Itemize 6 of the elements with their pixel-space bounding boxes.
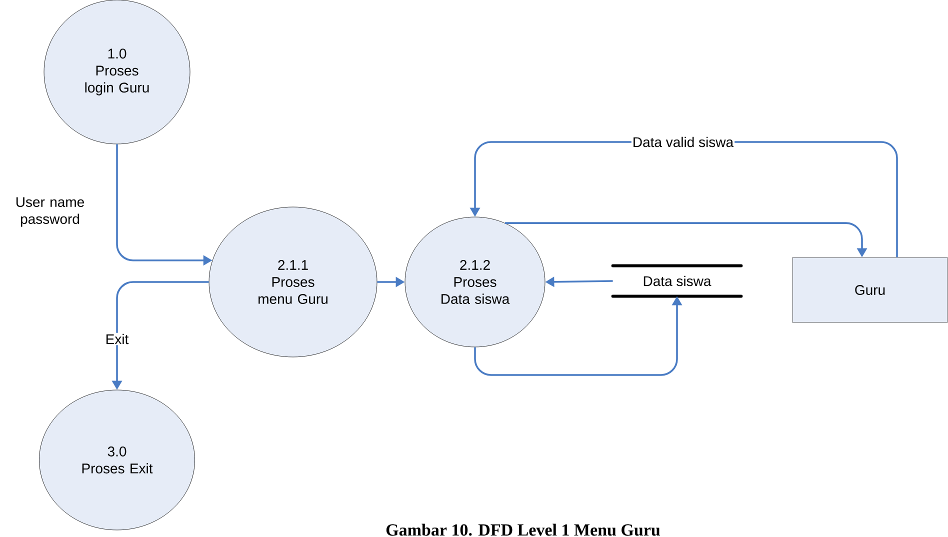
external-entity-box: Guru	[792, 257, 948, 323]
data-store: Data siswa	[611, 264, 743, 298]
caption: Gambar 10. DFD Level 1 Menu Guru	[386, 524, 660, 536]
edge-label: Data valid siswa	[631, 136, 735, 148]
edge-label: Exit	[104, 332, 130, 346]
edge-label: User name password	[16, 197, 84, 227]
